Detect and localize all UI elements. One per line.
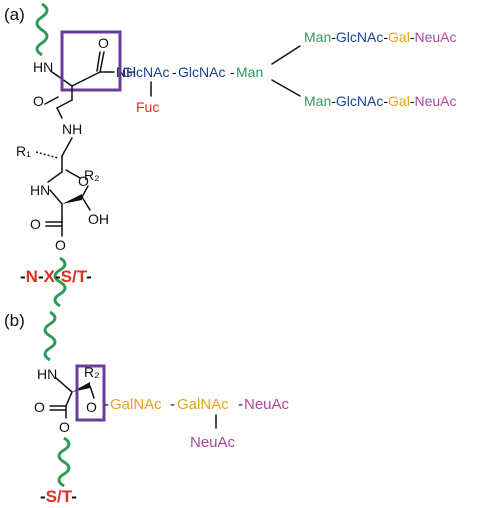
bond-r2-up — [81, 185, 89, 198]
neuac-terminal: NeuAc — [244, 396, 290, 413]
glycan-branch-lower: Man-GlcNAc-Gal-NeuAc — [304, 93, 457, 109]
r1-label: R₁ — [16, 143, 31, 159]
branch-upper-neuac: NeuAc — [415, 29, 457, 45]
b-bond-to-o — [89, 385, 95, 399]
o-sequon-label: -S/T- — [40, 487, 77, 506]
bond-co-2 — [47, 171, 63, 183]
bond-co-2-double — [65, 169, 81, 179]
bond-nh-ca2 — [61, 137, 73, 157]
fuc: Fuc — [136, 99, 159, 115]
oh-label: OH — [88, 211, 109, 227]
link-dash-1: - — [172, 64, 177, 80]
neuac-branch: NeuAc — [190, 434, 236, 451]
n-sequon-label: -N-X-S/T- — [20, 267, 92, 286]
glycan-branch-upper: Man-GlcNAc-Gal-NeuAc — [304, 29, 457, 45]
b-link-dash-2: - — [238, 396, 243, 413]
panel-a-label: (a) — [4, 5, 25, 24]
panel-b-label: (b) — [4, 311, 25, 330]
peptide-backbone-b-bottom-wave — [57, 436, 71, 488]
b-bond-hn-ca — [55, 377, 73, 393]
branch-upper-gal: Gal — [388, 29, 410, 45]
branch-lower-man: Man — [304, 93, 331, 109]
b-r2-label: R₂ — [84, 364, 100, 380]
peptide-backbone-b-top-wave — [43, 310, 57, 362]
bond-co-1-double — [44, 96, 59, 105]
bond-to-nh — [56, 107, 63, 119]
o-link-highlight-box — [75, 364, 106, 422]
asn-hn-label: HN — [33, 59, 53, 75]
bond-carbonyl-up — [99, 51, 105, 73]
peptide-backbone-bottom-wave — [53, 256, 67, 308]
galnac-2: GalNAc — [177, 396, 229, 413]
bond-carbonyl-up-2 — [96, 51, 101, 72]
peptide-backbone-top-wave — [35, 2, 49, 57]
b-hn-label: HN — [37, 366, 57, 382]
b-o-link-label: O — [86, 399, 97, 415]
nh-label-1: NH — [62, 121, 82, 137]
branch-lower-neuac: NeuAc — [415, 93, 457, 109]
branch-upper-glcnac: GlcNAc — [336, 29, 383, 45]
ester-o-label: O — [55, 237, 66, 253]
branch-upper-man: Man — [304, 29, 331, 45]
b-bond-wedge — [72, 382, 90, 392]
bond-r1-hashed — [35, 151, 59, 159]
b-ester-o-label: O — [59, 419, 70, 435]
bond-to-oh — [81, 196, 91, 211]
bond-calpha-ch2 — [71, 71, 101, 87]
o-label-3: O — [30, 216, 41, 232]
bond-hn-ca3 — [49, 189, 63, 205]
man-core: Man — [236, 64, 263, 80]
r2-label: R₂ — [84, 167, 100, 183]
b-carbonyl-o: O — [34, 399, 45, 415]
branch-lower-link — [271, 79, 301, 97]
glcnac-1: GlcNAc — [122, 64, 169, 80]
o-label-2: O — [78, 173, 89, 189]
bond-co-1 — [56, 99, 73, 109]
link-dash-2: - — [230, 64, 235, 80]
asn-carbonyl-o: O — [98, 35, 109, 51]
b-link-dash-1: - — [170, 396, 175, 413]
hn-label-2: HN — [30, 182, 50, 198]
branch-lower-glcnac: GlcNAc — [336, 93, 383, 109]
bond-r2-wedge — [62, 194, 82, 204]
b-bond-ca-co — [65, 391, 73, 407]
branch-upper-link — [271, 45, 301, 65]
galnac-1: GalNAc — [110, 396, 162, 413]
glcnac-2: GlcNAc — [178, 64, 225, 80]
o-label-1: O — [33, 93, 44, 109]
n-link-highlight-box — [60, 30, 122, 92]
b-link-dash-0: - — [104, 396, 109, 413]
branch-lower-gal: Gal — [388, 93, 410, 109]
